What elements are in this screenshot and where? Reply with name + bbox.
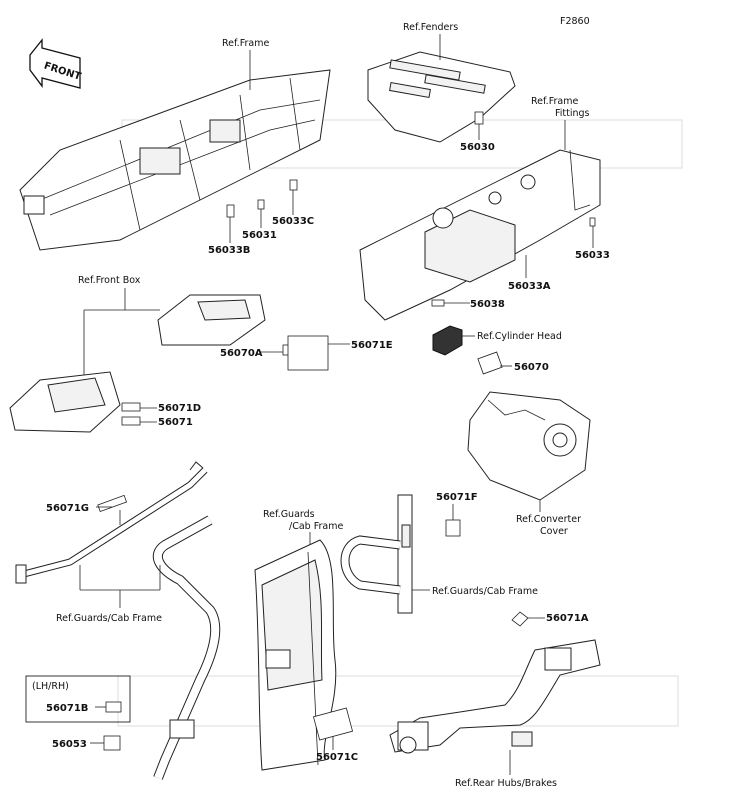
part-56030: 56030 bbox=[460, 142, 495, 153]
ref-frame-fittings-label-2: Fittings bbox=[555, 108, 590, 119]
part-56071c: 56071C bbox=[316, 752, 358, 763]
sticker-56033b bbox=[226, 204, 235, 218]
part-56071b: 56071B bbox=[46, 703, 88, 714]
lhrh-note-box bbox=[25, 675, 131, 723]
part-56033a: 56033A bbox=[508, 281, 551, 292]
ref-guards-cab-label-2: Ref.Guards/Cab Frame bbox=[56, 613, 162, 624]
figure-code: F2860 bbox=[560, 16, 590, 27]
part-56071: 56071 bbox=[158, 417, 193, 428]
ref-cylinder-head-label: Ref.Cylinder Head bbox=[477, 331, 562, 342]
part-56071f: 56071F bbox=[436, 492, 478, 503]
sticker-56071d bbox=[121, 402, 141, 412]
rollbar-tube bbox=[152, 515, 221, 780]
part-56071d: 56071D bbox=[158, 403, 201, 414]
cylinder-head-icon bbox=[432, 325, 463, 356]
part-56070a: 56070A bbox=[220, 348, 263, 359]
ref-front-box-label: Ref.Front Box bbox=[78, 275, 141, 286]
part-56033: 56033 bbox=[575, 250, 610, 261]
ref-rear-hubs-label: Ref.Rear Hubs/Brakes bbox=[455, 778, 557, 789]
sticker-56071f bbox=[445, 519, 461, 537]
sticker-56071b bbox=[105, 701, 122, 713]
sticker-56071g bbox=[97, 494, 128, 513]
frame-assembly bbox=[19, 69, 331, 251]
part-56053: 56053 bbox=[52, 739, 87, 750]
sticker-56033 bbox=[589, 217, 596, 227]
ref-guards-cab-label-1b: /Cab Frame bbox=[289, 521, 343, 532]
sticker-56071a bbox=[511, 611, 529, 627]
sticker-56038 bbox=[431, 299, 445, 307]
part-56071e: 56071E bbox=[351, 340, 393, 351]
sticker-56070 bbox=[477, 351, 503, 375]
ref-guards-cab-label-3: Ref.Guards/Cab Frame bbox=[432, 586, 538, 597]
sticker-56033c bbox=[289, 179, 298, 191]
frame-fittings-assembly bbox=[359, 149, 601, 321]
guard-post bbox=[340, 494, 413, 614]
ref-converter-cover-label-2: Cover bbox=[540, 526, 568, 537]
sticker-56053 bbox=[103, 735, 121, 751]
guard-door-panel bbox=[254, 539, 337, 771]
part-56071a: 56071A bbox=[546, 613, 589, 624]
ref-guards-cab-label-1a: Ref.Guards bbox=[263, 509, 315, 520]
converter-cover bbox=[467, 391, 591, 501]
sticker-56071 bbox=[121, 416, 141, 426]
ref-frame-fittings-label-1: Ref.Frame bbox=[531, 96, 578, 107]
lhrh-note: (LH/RH) bbox=[32, 681, 69, 692]
sticker-56031 bbox=[257, 199, 265, 210]
sticker-56071e bbox=[287, 335, 329, 371]
front-arrow-icon: FRONT bbox=[29, 38, 82, 89]
rear-hub-assembly bbox=[389, 639, 601, 754]
rollbar-bar bbox=[15, 461, 208, 584]
part-56038: 56038 bbox=[470, 299, 505, 310]
front-box-upper bbox=[157, 294, 266, 346]
front-box-lower bbox=[9, 371, 121, 433]
part-56070: 56070 bbox=[514, 362, 549, 373]
fender-assembly bbox=[367, 51, 516, 143]
part-56071g: 56071G bbox=[46, 503, 89, 514]
part-56031: 56031 bbox=[242, 230, 277, 241]
ref-fenders-label: Ref.Fenders bbox=[403, 22, 458, 33]
ref-converter-cover-label-1: Ref.Converter bbox=[516, 514, 581, 525]
sticker-56030 bbox=[474, 111, 484, 125]
ref-frame-label: Ref.Frame bbox=[222, 38, 269, 49]
part-56033b: 56033B bbox=[208, 245, 250, 256]
part-56033c: 56033C bbox=[272, 216, 314, 227]
sticker-56071c bbox=[312, 707, 354, 741]
